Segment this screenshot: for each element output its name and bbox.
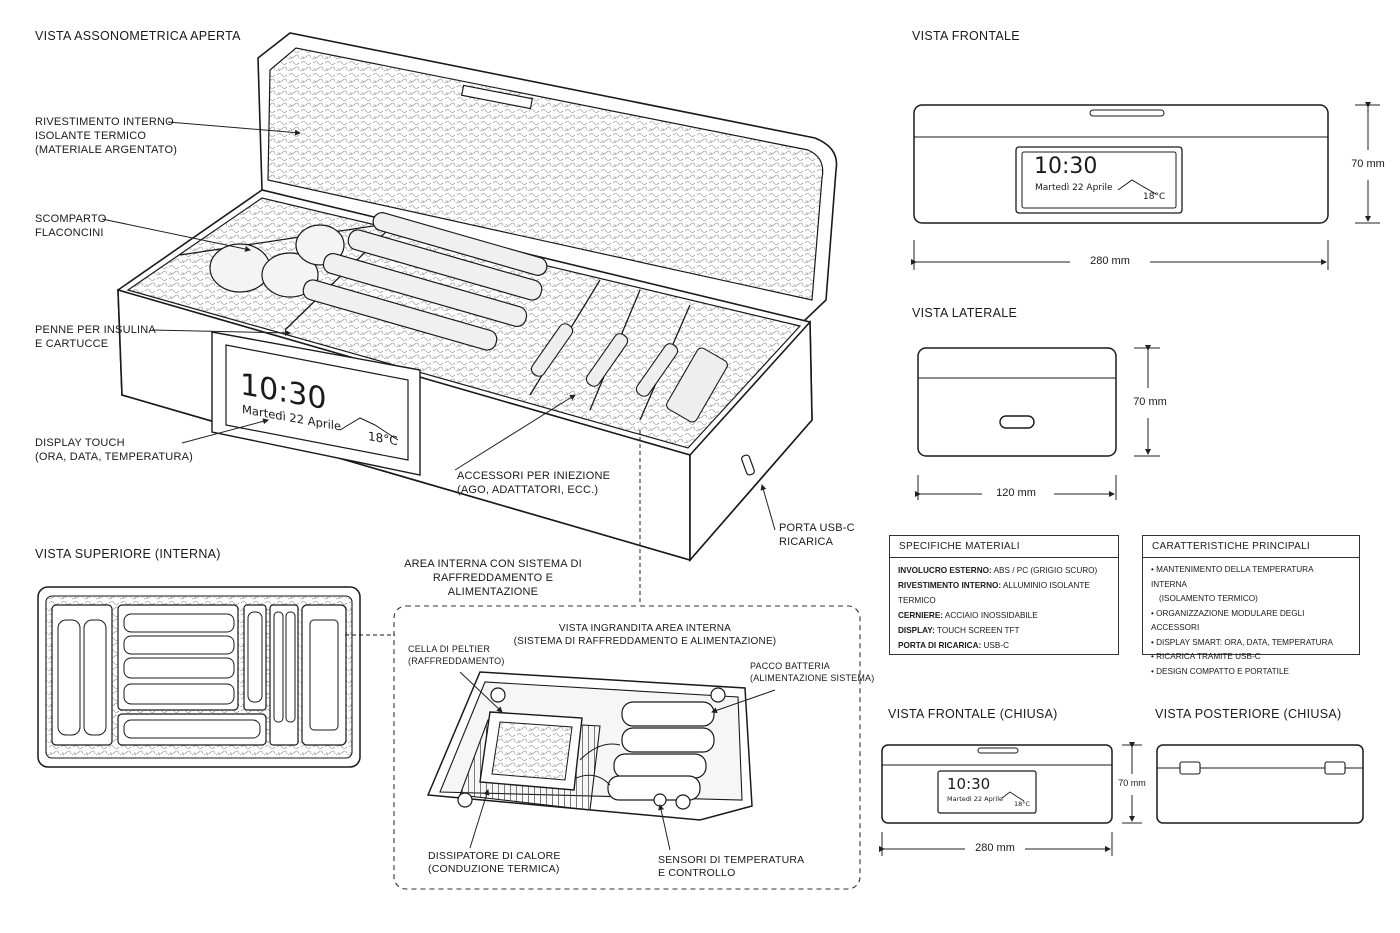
closed-display-time: 10:30 xyxy=(947,775,991,793)
label-sensors-line2: E CONTROLLO xyxy=(658,867,736,879)
front-closed-view xyxy=(881,744,1113,824)
side-dims xyxy=(915,345,1160,500)
dim-side-width: 120 mm xyxy=(996,487,1036,499)
callout-accessories-line2: (AGO, ADATTATORI, ECC.) xyxy=(457,484,599,496)
top-internal-view xyxy=(37,586,395,768)
label-battery-line2: (ALIMENTAZIONE SISTEMA) xyxy=(750,673,875,683)
callout-lining-line1: RIVESTIMENTO INTERNO xyxy=(35,116,174,128)
label-sensors-line1: SENSORI DI TEMPERATURA xyxy=(658,854,805,866)
callout-usb-line2: RICARICA xyxy=(779,536,834,548)
heading-top-internal: VISTA SUPERIORE (INTERNA) xyxy=(35,547,221,561)
callout-usb: PORTA USB-C RICARICA xyxy=(779,521,855,549)
dim-closed-height: 70 mm xyxy=(1118,778,1146,788)
label-battery-line1: PACCO BATTERIA xyxy=(750,661,830,671)
label-peltier-line2: (RAFFREDDAMENTO) xyxy=(408,656,505,666)
dim-front-width: 280 mm xyxy=(1090,255,1130,267)
features-item: • RICARICA TRAMITE USB-C xyxy=(1151,652,1261,661)
dim-closed-width: 280 mm xyxy=(975,842,1015,854)
detail-heading: VISTA INGRANDITA AREA INTERNA (SISTEMA D… xyxy=(510,622,780,648)
callout-internal-area-line2: RAFFREDDAMENTO E ALIMENTAZIONE xyxy=(432,572,554,598)
callout-vials-line2: FLACONCINI xyxy=(35,227,104,239)
rear-closed-view xyxy=(1156,744,1364,824)
front-dims xyxy=(911,102,1380,270)
callout-lining-line2: ISOLANTE TERMICO xyxy=(35,130,147,142)
callout-display-line1: DISPLAY TOUCH xyxy=(35,437,125,449)
heading-front-closed: VISTA FRONTALE (CHIUSA) xyxy=(888,707,1058,721)
detail-subtitle: (SISTEMA DI RAFFREDDAMENTO E ALIMENTAZIO… xyxy=(513,636,777,647)
heading-iso-open: VISTA ASSONOMETRICA APERTA xyxy=(35,29,241,43)
features-item: • ORGANIZZAZIONE MODULARE DEGLI ACCESSOR… xyxy=(1151,608,1305,633)
front-display-time: 10:30 xyxy=(1034,154,1098,179)
side-view xyxy=(917,347,1117,457)
detail-title: VISTA INGRANDITA AREA INTERNA xyxy=(558,623,732,634)
callout-accessories: ACCESSORI PER INIEZIONE (AGO, ADATTATORI… xyxy=(457,469,610,497)
materials-title: SPECIFICHE MATERIALI xyxy=(890,536,1118,558)
materials-item: DISPLAY: TOUCH SCREEN TFT xyxy=(898,626,1020,635)
materials-box: SPECIFICHE MATERIALI INVOLUCRO ESTERNO: … xyxy=(889,535,1119,655)
label-heatsink-line1: DISSIPATORE DI CALORE xyxy=(428,850,561,862)
callout-accessories-line1: ACCESSORI PER INIEZIONE xyxy=(457,470,611,482)
label-heatsink: DISSIPATORE DI CALORE (CONDUZIONE TERMIC… xyxy=(428,850,561,876)
dim-side-height: 70 mm xyxy=(1133,396,1167,408)
heading-rear-closed: VISTA POSTERIORE (CHIUSA) xyxy=(1155,707,1342,721)
label-peltier-line1: CELLA DI PELTIER xyxy=(408,644,491,654)
materials-item: RIVESTIMENTO INTERNO: ALLUMINIO ISOLANTE… xyxy=(898,581,1090,605)
heading-side: VISTA LATERALE xyxy=(912,306,1018,320)
features-item: • DISPLAY SMART: ORA, DATA, TEMPERATURA xyxy=(1151,637,1333,647)
closed-dims xyxy=(879,742,1142,856)
front-view xyxy=(913,104,1329,224)
cooling-detail xyxy=(426,671,753,821)
callout-vials: SCOMPARTO FLACONCINI xyxy=(35,212,106,240)
front-display-temp: 18°C xyxy=(1143,192,1166,202)
closed-display-temp: 18°C xyxy=(1014,800,1031,808)
callout-pens: PENNE PER INSULINA E CARTUCCE xyxy=(35,323,156,351)
callout-pens-line2: E CARTUCCE xyxy=(35,338,109,350)
materials-list: INVOLUCRO ESTERNO: ABS / PC (GRIGIO SCUR… xyxy=(890,558,1118,658)
heading-front: VISTA FRONTALE xyxy=(912,29,1020,43)
materials-item: INVOLUCRO ESTERNO: ABS / PC (GRIGIO SCUR… xyxy=(898,566,1098,575)
label-sensors: SENSORI DI TEMPERATURA E CONTROLLO xyxy=(658,854,804,880)
label-peltier: CELLA DI PELTIER (RAFFREDDAMENTO) xyxy=(408,643,505,667)
dim-front-height: 70 mm xyxy=(1351,158,1385,170)
features-title: CARATTERISTICHE PRINCIPALI xyxy=(1143,536,1359,558)
features-item-continued: (ISOLAMENTO TERMICO) xyxy=(1159,594,1258,603)
callout-vials-line1: SCOMPARTO xyxy=(35,213,107,225)
isometric-box xyxy=(117,32,838,563)
callout-display-line2: (ORA, DATA, TEMPERATURA) xyxy=(35,451,193,463)
label-heatsink-line2: (CONDUZIONE TERMICA) xyxy=(428,863,560,875)
detail-frame xyxy=(393,605,861,890)
features-list: • MANTENIMENTO DELLA TEMPERATURA INTERNA… xyxy=(1143,558,1359,684)
callout-internal-area-line1: AREA INTERNA CON SISTEMA DI xyxy=(404,558,582,570)
callout-display: DISPLAY TOUCH (ORA, DATA, TEMPERATURA) xyxy=(35,436,193,464)
materials-item: CERNIERE: ACCIAIO INOSSIDABILE xyxy=(898,611,1038,620)
features-box: CARATTERISTICHE PRINCIPALI • MANTENIMENT… xyxy=(1142,535,1360,676)
callout-pens-line1: PENNE PER INSULINA xyxy=(35,324,156,336)
front-display-date: Martedì 22 Aprile xyxy=(1035,183,1113,193)
features-item: • DESIGN COMPATTO E PORTATILE xyxy=(1151,666,1289,676)
label-battery: PACCO BATTERIA (ALIMENTAZIONE SISTEMA) xyxy=(750,660,874,684)
materials-item: PORTA DI RICARICA: USB-C xyxy=(898,641,1009,650)
closed-display-date: Martedì 22 Aprile xyxy=(947,795,1004,803)
callout-lining: RIVESTIMENTO INTERNO ISOLANTE TERMICO (M… xyxy=(35,115,177,157)
callout-usb-line1: PORTA USB-C xyxy=(779,522,855,534)
callout-lining-line3: (MATERIALE ARGENTATO) xyxy=(35,144,178,156)
features-item: • MANTENIMENTO DELLA TEMPERATURA INTERNA xyxy=(1151,565,1314,589)
callout-internal-area: AREA INTERNA CON SISTEMA DI RAFFREDDAMEN… xyxy=(388,557,598,599)
